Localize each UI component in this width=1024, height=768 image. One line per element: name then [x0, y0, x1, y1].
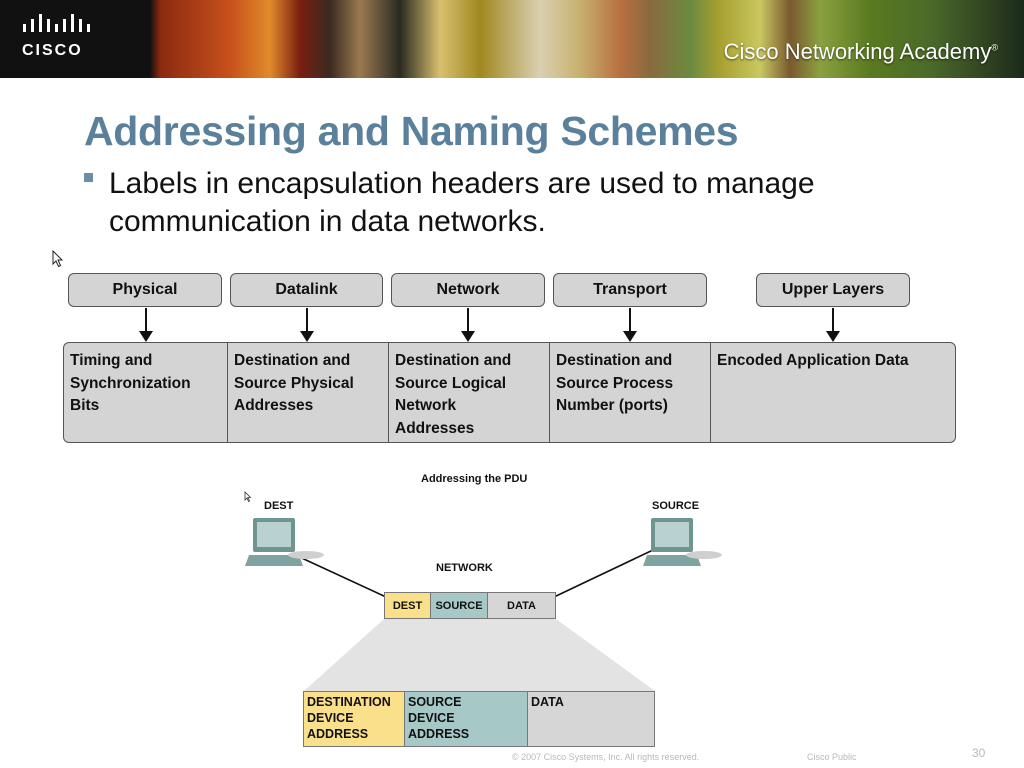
bullet-item: Labels in encapsulation headers are used… [84, 165, 964, 241]
arrow-down-icon [826, 308, 840, 342]
arrow-down-icon [623, 308, 637, 342]
academy-name: Cisco Networking Academy [723, 39, 992, 64]
layer-box-network: Network [391, 273, 545, 307]
expanded-destination-address: DESTINATION DEVICE ADDRESS [303, 691, 405, 747]
arrow-down-icon [139, 308, 153, 342]
mouse-cursor-icon [244, 491, 252, 503]
pdu-expansion-shape [304, 619, 655, 691]
layer-box-physical: Physical [68, 273, 222, 307]
diagram-title: Addressing the PDU [421, 473, 528, 485]
dest-host-label: DEST [264, 500, 294, 512]
trademark-symbol: ® [991, 42, 998, 53]
cisco-wordmark: CISCO [22, 42, 83, 59]
logo-area [0, 0, 150, 78]
mouse-cursor-icon [52, 250, 64, 268]
bullet-square-icon [84, 173, 93, 182]
copyright-text: © 2007 Cisco Systems, Inc. All rights re… [512, 752, 700, 762]
expanded-data: DATA [527, 691, 655, 747]
network-label: NETWORK [436, 562, 493, 574]
pdu-dest-field: DEST [384, 592, 431, 619]
pdu-data-field: DATA [487, 592, 556, 619]
dest-connection-line [292, 553, 387, 598]
dest-computer-icon [245, 518, 324, 566]
pdu-source-field: SOURCE [430, 592, 488, 619]
classification-text: Cisco Public [807, 752, 857, 762]
slide-title: Addressing and Naming Schemes [84, 108, 739, 154]
bullet-text: Labels in encapsulation headers are used… [109, 167, 815, 238]
arrow-down-icon [461, 308, 475, 342]
layer-box-upper-layers: Upper Layers [756, 273, 910, 307]
source-computer-icon [643, 518, 722, 566]
header-banner: CISCO Cisco Networking Academy® [0, 0, 1024, 78]
info-cell-upper-layers: Encoded Application Data [717, 352, 909, 369]
info-cell-network: Destination and Source Logical Network A… [389, 343, 550, 442]
cisco-logo-icon [23, 14, 90, 32]
info-cell-physical: Timing and Synchronization Bits [64, 343, 228, 442]
academy-title: Cisco Networking Academy® [724, 39, 998, 65]
layer-box-transport: Transport [553, 273, 707, 307]
source-connection-line [553, 549, 654, 598]
expanded-source-address: SOURCE DEVICE ADDRESS [404, 691, 528, 747]
layer-box-datalink: Datalink [230, 273, 383, 307]
source-host-label: SOURCE [652, 500, 700, 512]
info-cell-transport: Destination and Source Process Number (p… [550, 343, 711, 442]
layer-info-table: Timing and Synchronization Bits Destinat… [63, 342, 956, 443]
info-cell-datalink: Destination and Source Physical Addresse… [228, 343, 389, 442]
page-number: 30 [972, 746, 986, 760]
arrow-down-icon [300, 308, 314, 342]
